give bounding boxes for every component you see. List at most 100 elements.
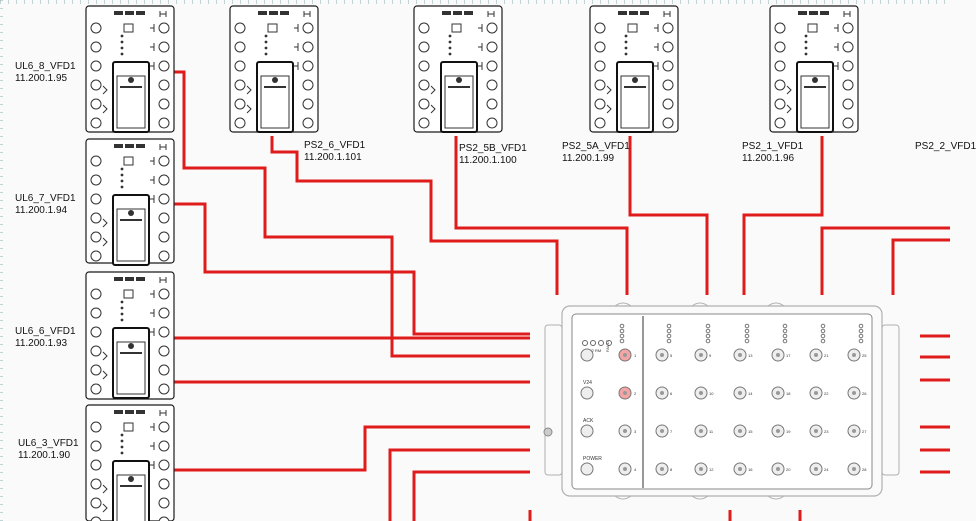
port-number: 28 — [862, 467, 867, 472]
port-pin — [776, 353, 780, 357]
status-led-icon — [640, 11, 649, 15]
port-number: 1 — [634, 353, 637, 358]
ethernet-cable — [388, 448, 530, 521]
io-port-icon — [842, 98, 854, 110]
port-led — [619, 328, 625, 334]
status-led-icon — [280, 11, 289, 15]
io-port-icon — [594, 98, 606, 110]
power-port — [580, 462, 594, 476]
port-number: 18 — [786, 391, 791, 396]
drive-name: UL6_6_VFD1 — [15, 326, 76, 337]
port-pin — [699, 429, 703, 433]
logo-icon — [272, 77, 278, 83]
indicator-dot — [264, 34, 268, 38]
io-port-icon — [662, 22, 674, 34]
io-port-icon — [302, 98, 314, 110]
indicator-dot — [120, 312, 124, 316]
vfd-device-ul6-8[interactable] — [85, 5, 175, 133]
port-pin — [623, 467, 627, 471]
io-port-icon — [90, 250, 102, 262]
ground-icon — [159, 144, 167, 150]
status-led-icon — [136, 410, 145, 414]
label-strip — [624, 86, 646, 88]
vfd-device-ul6-3[interactable] — [85, 404, 175, 521]
port-label: POWER — [583, 456, 602, 462]
ethernet-cable — [454, 136, 629, 295]
vfd-device-ul6-7[interactable] — [85, 138, 175, 266]
io-port-icon — [662, 41, 674, 53]
mount-bump — [614, 495, 632, 500]
io-port-icon — [418, 41, 430, 53]
port-pin — [738, 391, 742, 395]
logo-icon — [128, 210, 134, 216]
status-led-icon — [114, 410, 123, 414]
drive-ip: 11.200.1.96 — [742, 153, 795, 164]
vfd-device-ps2-6[interactable] — [229, 5, 319, 133]
indicator-dot — [448, 46, 452, 50]
status-led-icon — [453, 11, 462, 15]
indicator-dot — [120, 34, 124, 38]
io-port-icon — [234, 117, 246, 129]
indicator-dot — [120, 306, 124, 310]
port-number: 21 — [824, 353, 829, 358]
port-pin — [814, 429, 818, 433]
drive-label-ul6-6: UL6_6_VFD1 11.200.1.93 — [15, 326, 76, 350]
io-port-icon — [90, 459, 102, 471]
io-port-icon — [302, 41, 314, 53]
terminal-icon — [786, 104, 792, 114]
switch-icon — [478, 24, 483, 32]
top-ruler — [0, 0, 950, 4]
io-port-icon — [774, 60, 786, 72]
port-led — [705, 333, 711, 339]
io-port-icon — [486, 60, 498, 72]
io-port-icon — [158, 478, 170, 490]
io-port-icon — [158, 231, 170, 243]
io-port-icon — [90, 155, 102, 167]
status-led-icon — [618, 11, 627, 15]
terminal-icon — [102, 218, 108, 228]
vfd-device-ps2-5b[interactable] — [413, 5, 503, 133]
port-number: 16 — [748, 467, 753, 472]
port-number: 13 — [748, 353, 753, 358]
port-led — [858, 323, 864, 329]
mount-tab-left — [544, 324, 563, 476]
drive-name: UL6_7_VFD1 — [15, 193, 76, 204]
vfd-device-ul6-6[interactable] — [85, 271, 175, 400]
indicator-dot — [120, 173, 124, 177]
mount-bump — [691, 495, 709, 500]
io-port-icon — [90, 326, 102, 338]
port-led — [705, 338, 711, 344]
terminal-icon — [606, 85, 612, 95]
port-number: 19 — [786, 429, 791, 434]
io-port-icon — [158, 459, 170, 471]
logo-icon — [812, 77, 818, 83]
io-port-icon — [418, 98, 430, 110]
indicator-dot — [448, 40, 452, 44]
indicator-dot — [120, 185, 124, 189]
label-strip — [120, 219, 142, 221]
io-port-icon — [594, 60, 606, 72]
port-pin — [623, 429, 627, 433]
ethernet-cable — [174, 202, 530, 336]
vfd-device-ps2-5a[interactable] — [589, 5, 679, 133]
port-led — [744, 323, 750, 329]
vfd-device-ps2-1[interactable] — [769, 5, 859, 133]
port-led — [666, 323, 672, 329]
status-led-icon — [136, 11, 145, 15]
drive-name: PS2_5A_VFD1 — [562, 141, 630, 152]
status-led-icon — [114, 144, 123, 148]
port-pin — [852, 391, 856, 395]
mount-bump — [691, 302, 709, 307]
terminal-icon — [246, 104, 252, 114]
port-pin — [738, 467, 742, 471]
drive-label-ps2-5a: PS2_5A_VFD1 11.200.1.99 — [562, 141, 630, 165]
label-strip — [264, 86, 286, 88]
io-port-icon — [158, 497, 170, 509]
switch-icon — [478, 62, 483, 70]
port-pin — [814, 391, 818, 395]
io-port-icon — [302, 117, 314, 129]
drive-label-ps2-2: PS2_2_VFD1 — [915, 141, 976, 153]
port-number: 24 — [824, 467, 829, 472]
indicator-dot — [120, 433, 124, 437]
